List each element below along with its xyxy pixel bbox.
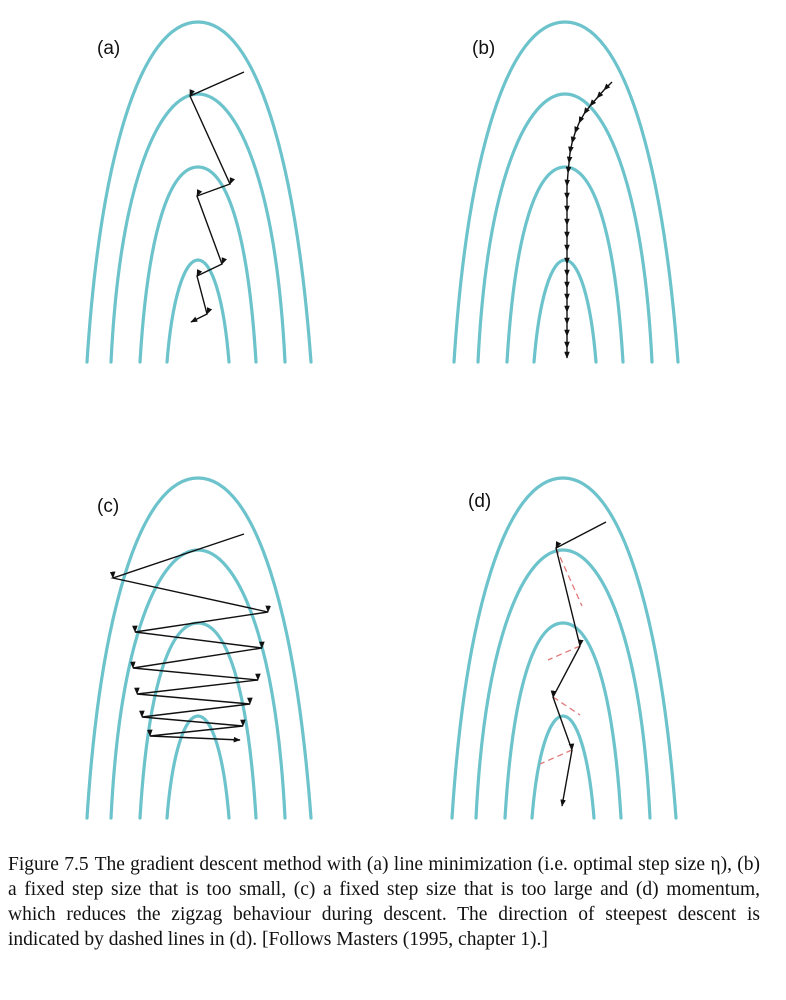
contour-ring xyxy=(109,548,287,820)
descent-path xyxy=(550,521,607,807)
contour-ring xyxy=(476,92,654,364)
panel-a-label: (a) xyxy=(97,38,120,59)
steepest-descent-dashed-line xyxy=(547,645,581,661)
contour-ring xyxy=(452,20,680,364)
figure-number: Figure 7.5 xyxy=(8,854,89,875)
descent-path xyxy=(109,533,272,743)
panel-b-label: (b) xyxy=(472,38,495,59)
caption-text: The gradient descent method with (a) lin… xyxy=(8,854,760,950)
contour-ring xyxy=(450,476,678,820)
descent-path xyxy=(189,71,245,323)
contour-ring xyxy=(85,20,313,364)
panel-c: (c) xyxy=(85,476,313,820)
contour-ring xyxy=(505,165,625,364)
panel-b: (b) xyxy=(452,20,680,364)
contour-ring xyxy=(532,258,598,364)
steepest-descent-dashed-line xyxy=(539,749,573,765)
descent-path xyxy=(564,81,613,359)
panel-d-label: (d) xyxy=(468,491,491,512)
contour-ring xyxy=(503,621,623,820)
contour-ring xyxy=(474,548,652,820)
contour-ring xyxy=(85,476,313,820)
contour-ring xyxy=(109,92,287,364)
panel-d: (d) xyxy=(450,476,678,820)
panel-c-label: (c) xyxy=(97,496,119,517)
steepest-descent-dashed-line xyxy=(552,696,581,716)
steepest-descent-dashed-line xyxy=(555,547,583,607)
panel-a: (a) xyxy=(85,20,313,364)
gradient-descent-figure: (a) (b) (c) (d) xyxy=(85,20,680,820)
